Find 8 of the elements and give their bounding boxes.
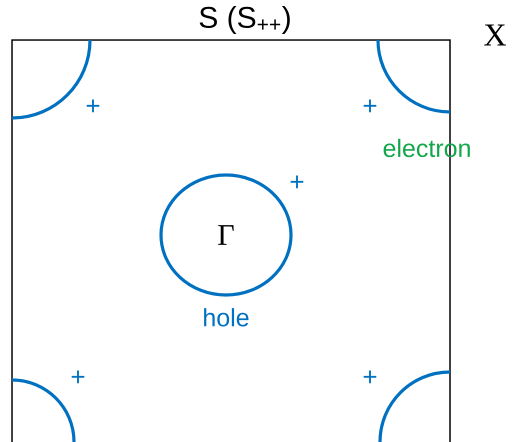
plus-sign: + [86,100,100,112]
plus-sign: + [72,370,84,384]
pocket-label: hole [204,308,249,326]
plus-sign: + [364,370,376,384]
plus-sign: + [364,100,376,112]
point-label: X [484,24,506,46]
title: S (S$_{++}$) [200,6,290,34]
plus-sign: + [290,176,304,188]
